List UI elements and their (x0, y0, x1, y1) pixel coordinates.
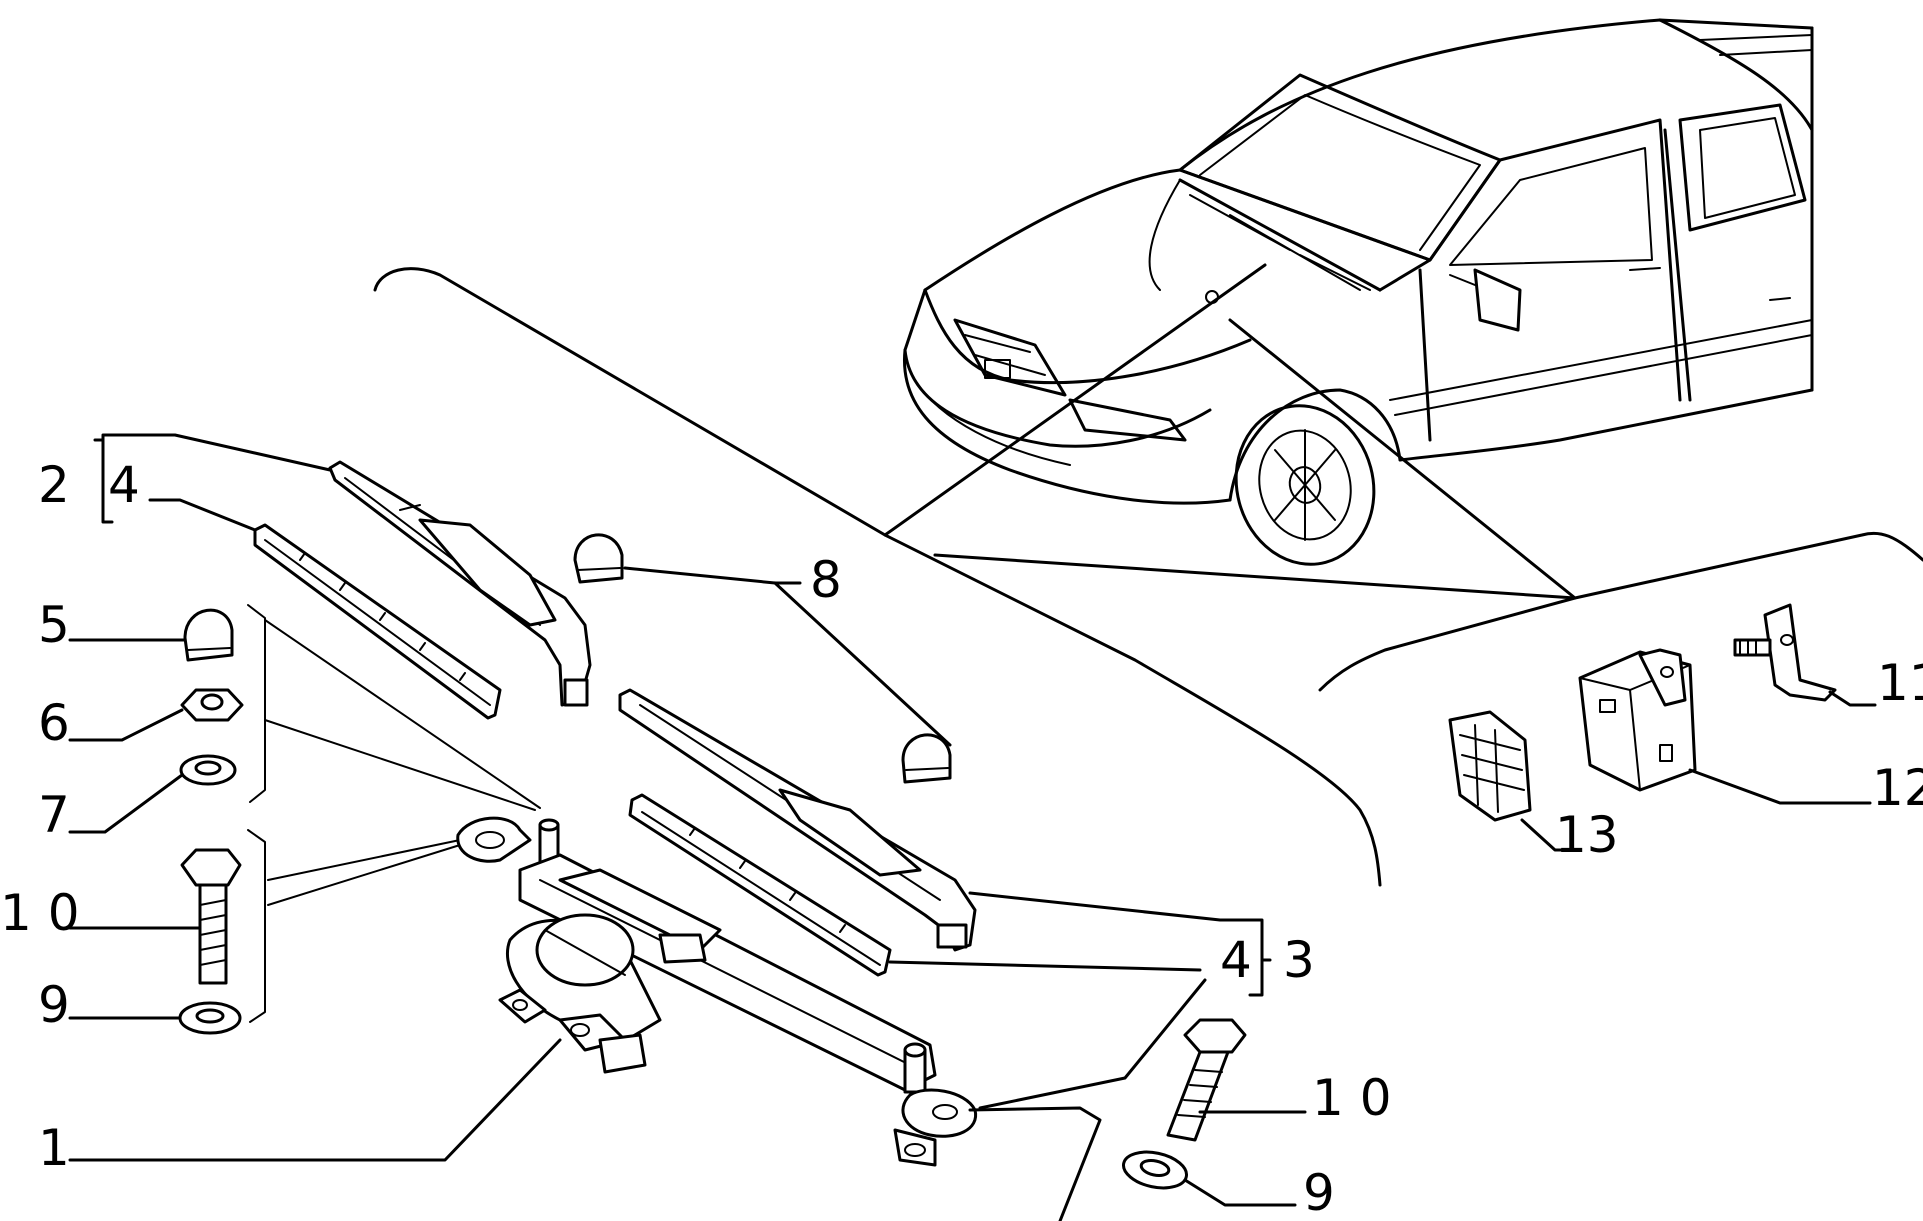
bolt-10-left (180, 848, 242, 985)
callout-5: 5 (38, 596, 70, 654)
callout-12: 12 (1872, 759, 1923, 817)
bolt-10-right (1166, 1018, 1247, 1142)
washer-9-left (178, 1001, 242, 1035)
callout-3: 3 (1283, 931, 1315, 989)
callout-9-right: 9 (1303, 1164, 1335, 1221)
callout-1: 1 (38, 1119, 70, 1177)
fuse-holder-13 (1448, 710, 1532, 822)
callout-leaders (68, 433, 1877, 1221)
car-illustration (902, 18, 1814, 566)
callout-10-right: 1 0 (1312, 1069, 1392, 1127)
callout-13: 13 (1555, 806, 1619, 864)
hex-nut-6 (180, 688, 244, 722)
callout-8: 8 (810, 551, 842, 609)
bracket-lines-left (247, 604, 541, 1023)
callout-4-right: 4 (1220, 931, 1252, 989)
wiper-blade-right (628, 793, 892, 977)
washer-9-right (1122, 1150, 1188, 1190)
callout-7: 7 (38, 786, 70, 844)
callout-4-left: 4 (108, 456, 140, 514)
callout-labels: 2 4 5 6 7 1 0 9 1 8 4 3 1 0 9 11 12 13 (0, 456, 1923, 1221)
wiper-linkage-motor (456, 816, 978, 1167)
washer-7 (179, 754, 237, 786)
cap-nut-5 (183, 608, 234, 662)
wiper-arm-left (328, 460, 592, 707)
callout-10-left: 1 0 (0, 884, 80, 942)
callout-2: 2 (38, 456, 70, 514)
wiper-arm-right (618, 688, 977, 952)
cap-nut-8 (573, 533, 952, 784)
relay-12 (1578, 648, 1697, 792)
guide-lines (373, 263, 1923, 887)
callout-6: 6 (38, 694, 70, 752)
bracket-11 (1733, 603, 1837, 702)
wiper-blade-left (253, 523, 502, 720)
callout-11: 11 (1877, 654, 1923, 712)
callout-9-left: 9 (38, 976, 70, 1034)
